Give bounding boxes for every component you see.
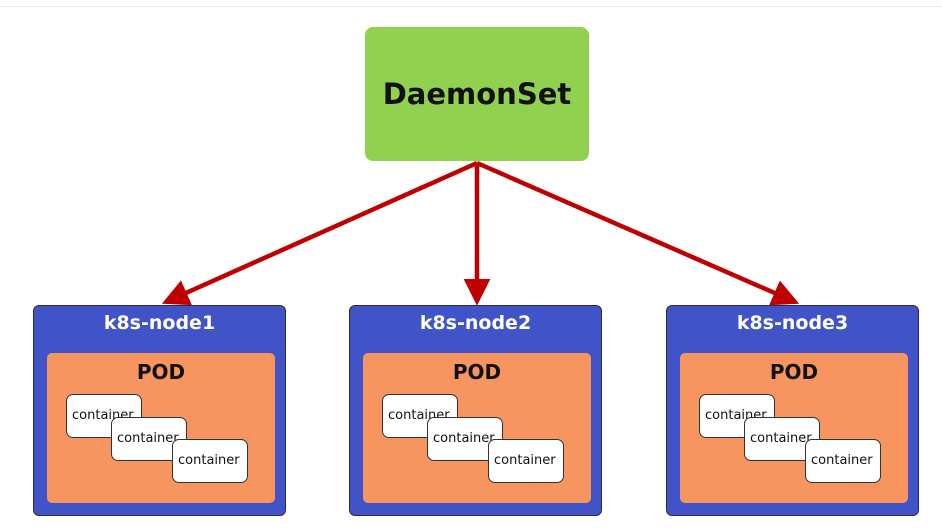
pod-box: POD container container container (680, 353, 908, 503)
node-box-3: k8s-node3 POD container container contai… (666, 305, 919, 516)
container-box: container (805, 439, 881, 483)
node-box-1: k8s-node1 POD container container contai… (33, 305, 286, 516)
top-divider (0, 6, 942, 7)
pod-title: POD (136, 360, 186, 384)
pod-box: POD container container container (47, 353, 275, 503)
arrow-to-node1 (161, 160, 478, 306)
container-label: container (117, 431, 179, 446)
arrow-to-node3 (476, 160, 800, 306)
container-label: container (178, 453, 240, 468)
pod-box: POD container container container (363, 353, 591, 503)
pod-title: POD (769, 360, 819, 384)
container-label: container (433, 431, 495, 446)
container-label: container (750, 431, 812, 446)
daemonset-label: DaemonSet (382, 77, 572, 111)
daemonset-box: DaemonSet (365, 27, 589, 161)
node-box-2: k8s-node2 POD container container contai… (349, 305, 602, 516)
container-label: container (494, 453, 556, 468)
node-title: k8s-node1 (103, 312, 216, 334)
container-box: container (744, 417, 820, 461)
node-title: k8s-node3 (736, 312, 849, 334)
container-box: container (488, 439, 564, 483)
container-label: container (811, 453, 873, 468)
pod-title: POD (452, 360, 502, 384)
node-title: k8s-node2 (419, 312, 532, 334)
container-box: container (172, 439, 248, 483)
